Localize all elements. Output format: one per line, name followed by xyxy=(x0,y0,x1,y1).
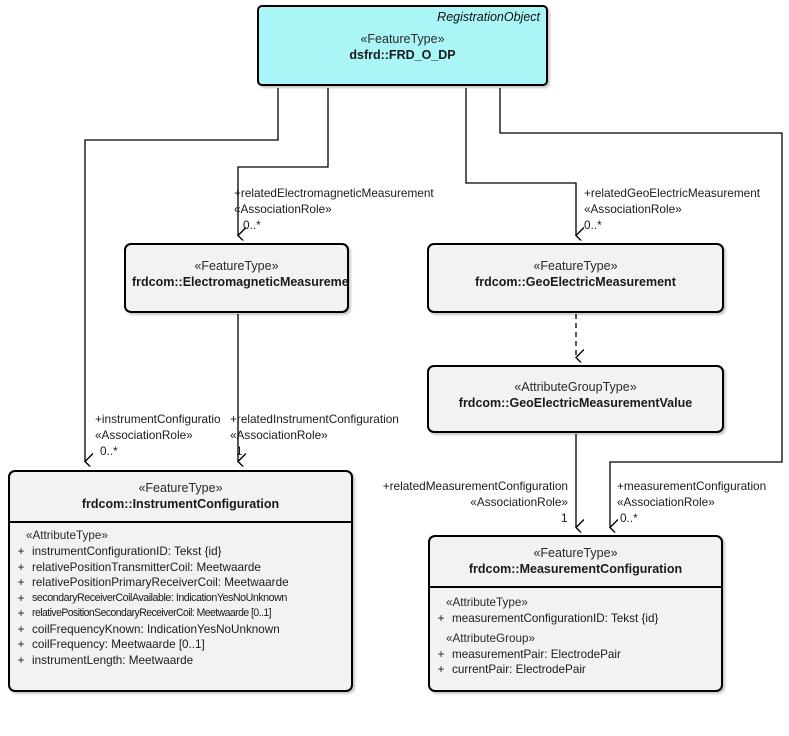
class-stereotype-geoelectricvalue: «AttributeGroupType» xyxy=(514,380,637,394)
class-box-root[interactable]: RegistrationObject «FeatureType» dsfrd::… xyxy=(257,5,548,86)
attribute-text: measurementConfigurationID: Tekst {id} xyxy=(452,612,659,625)
attribute-row: + measurementConfigurationID: Tekst {id} xyxy=(430,611,721,627)
class-body-measurementconfig: «AttributeType» + measurementConfigurati… xyxy=(430,588,721,683)
attribute-row: + relativePositionTransmitterCoil: Meetw… xyxy=(10,560,351,576)
attribute-text: relativePositionTransmitterCoil: Meetwaa… xyxy=(32,560,261,574)
connector-role: +instrumentConfiguratio xyxy=(95,412,221,426)
class-header-electromagnetic: «FeatureType» frdcom::ElectromagneticMea… xyxy=(126,245,347,296)
connector-label-instrument-configuratio: +instrumentConfiguratio «AssociationRole… xyxy=(95,412,221,443)
connector-multiplicity-instrument-configuratio: 0..* xyxy=(100,444,118,458)
connector-multiplicity-rel-electromagnetic: 0..* xyxy=(243,218,261,232)
visibility-marker: + xyxy=(17,545,25,558)
attribute-row: + relativePositionPrimaryReceiverCoil: M… xyxy=(10,575,351,591)
class-stereotype-instrumentconfig: «FeatureType» xyxy=(138,481,223,495)
class-box-geoelectric[interactable]: «FeatureType» frdcom::GeoElectricMeasure… xyxy=(427,243,724,313)
class-box-geoelectricvalue[interactable]: «AttributeGroupType» frdcom::GeoElectric… xyxy=(427,365,724,433)
visibility-marker: + xyxy=(437,663,445,676)
attribute-text: relativePositionPrimaryReceiverCoil: Mee… xyxy=(32,576,289,589)
attribute-row: + currentPair: ElectrodePair xyxy=(430,662,721,678)
visibility-marker: + xyxy=(17,622,25,636)
connector-stereotype: «AssociationRole» xyxy=(584,201,682,216)
attribute-text: instrumentLength: Meetwaarde xyxy=(32,653,194,667)
visibility-marker: + xyxy=(17,560,25,574)
connector-stereotype: «AssociationRole» xyxy=(234,201,332,216)
connector-role: +relatedInstrumentConfiguration xyxy=(230,412,399,426)
connector-label-rel-electromagnetic: +relatedElectromagneticMeasurement «Asso… xyxy=(234,186,434,217)
attribute-group-label: «AttributeType» xyxy=(26,529,108,542)
class-name-electromagnetic: frdcom::ElectromagneticMeasurement xyxy=(132,275,349,289)
attribute-text: coilFrequencyKnown: IndicationYesNoUnkno… xyxy=(32,622,280,636)
attribute-row: + secondaryReceiverCoilAvailable: Indica… xyxy=(10,591,351,607)
connector-role: +relatedElectromagneticMeasurement xyxy=(234,186,434,200)
class-name-geoelectricvalue: frdcom::GeoElectricMeasurementValue xyxy=(458,396,693,410)
class-stereotype-measurementconfig: «FeatureType» xyxy=(533,546,618,560)
class-name-instrumentconfig: frdcom::InstrumentConfiguration xyxy=(81,497,280,511)
class-box-instrumentconfig[interactable]: «FeatureType» frdcom::InstrumentConfigur… xyxy=(8,470,353,692)
connector-multiplicity-rel-instrument-configuration: 1 xyxy=(236,444,243,458)
connector-stereotype: «AssociationRole» xyxy=(95,427,193,442)
class-header-geoelectricvalue: «AttributeGroupType» frdcom::GeoElectric… xyxy=(429,367,722,417)
attribute-row: + instrumentLength: Meetwaarde xyxy=(10,653,351,669)
class-name-geoelectric: frdcom::GeoElectricMeasurement xyxy=(475,275,676,289)
visibility-marker: + xyxy=(17,638,25,651)
class-corner-label-root: RegistrationObject xyxy=(437,10,540,24)
attribute-text: measurementPair: ElectrodePair xyxy=(452,647,621,661)
class-stereotype-geoelectric: «FeatureType» xyxy=(533,259,618,273)
connector-label-rel-instrument-configuration: +relatedInstrumentConfiguration «Associa… xyxy=(230,412,399,443)
attribute-text: relativePositionSecondaryReceiverCoil: M… xyxy=(32,607,272,619)
attribute-row: + coilFrequencyKnown: IndicationYesNoUnk… xyxy=(10,622,351,638)
visibility-marker: + xyxy=(17,607,25,620)
visibility-marker: + xyxy=(437,612,445,625)
class-header-instrumentconfig: «FeatureType» frdcom::InstrumentConfigur… xyxy=(10,472,351,523)
connector-stereotype: «AssociationRole» xyxy=(617,494,715,509)
attribute-text: instrumentConfigurationID: Tekst {id} xyxy=(32,545,222,558)
connector-multiplicity-measurement-configuration: 0..* xyxy=(620,511,638,525)
connector-role: +measurementConfiguration xyxy=(617,479,767,493)
attribute-text: currentPair: ElectrodePair xyxy=(452,663,586,676)
connector-rel-geoelectric xyxy=(465,88,576,236)
attribute-row: + coilFrequency: Meetwaarde [0..1] xyxy=(10,637,351,653)
visibility-marker: + xyxy=(17,576,25,589)
visibility-marker: + xyxy=(437,647,445,661)
class-box-measurementconfig[interactable]: «FeatureType» frdcom::MeasurementConfigu… xyxy=(428,535,723,692)
attribute-row: + measurementPair: ElectrodePair xyxy=(430,647,721,663)
attribute-group-label: «AttributeGroup» xyxy=(446,631,536,645)
visibility-marker: + xyxy=(17,653,25,667)
class-header-root: RegistrationObject «FeatureType» dsfrd::… xyxy=(259,7,546,69)
connector-role: +relatedGeoElectricMeasurement xyxy=(584,186,761,200)
class-header-geoelectric: «FeatureType» frdcom::GeoElectricMeasure… xyxy=(429,245,722,296)
visibility-marker: + xyxy=(17,591,25,605)
class-stereotype-root: «FeatureType» xyxy=(360,32,445,46)
attribute-text: secondaryReceiverCoilAvailable: Indicati… xyxy=(32,591,287,604)
connector-label-rel-measurement-configuration: +relatedMeasurementConfiguration «Associ… xyxy=(371,479,568,510)
connector-multiplicity-rel-measurement-configuration: 1 xyxy=(561,511,568,525)
connector-label-measurement-configuration: +measurementConfiguration «AssociationRo… xyxy=(617,479,766,510)
class-box-electromagnetic[interactable]: «FeatureType» frdcom::ElectromagneticMea… xyxy=(124,243,349,313)
attribute-group-label: «AttributeType» xyxy=(446,596,528,609)
class-body-instrumentconfig: «AttributeType» + instrumentConfiguratio… xyxy=(10,523,351,673)
attribute-row: + relativePositionSecondaryReceiverCoil:… xyxy=(10,606,351,622)
class-header-measurementconfig: «FeatureType» frdcom::MeasurementConfigu… xyxy=(430,537,721,588)
class-stereotype-electromagnetic: «FeatureType» xyxy=(194,259,279,273)
connector-multiplicity-rel-geoelectric: 0..* xyxy=(584,218,602,232)
connector-stereotype: «AssociationRole» xyxy=(230,427,328,442)
attribute-text: coilFrequency: Meetwaarde [0..1] xyxy=(32,638,205,651)
class-name-measurementconfig: frdcom::MeasurementConfiguration xyxy=(468,562,683,576)
attribute-row: + instrumentConfigurationID: Tekst {id} xyxy=(10,544,351,560)
connector-stereotype: «AssociationRole» xyxy=(470,494,568,509)
connector-label-rel-geoelectric: +relatedGeoElectricMeasurement «Associat… xyxy=(584,186,760,217)
connector-role: +relatedMeasurementConfiguration xyxy=(382,479,568,493)
class-name-root: dsfrd::FRD_O_DP xyxy=(349,48,456,62)
